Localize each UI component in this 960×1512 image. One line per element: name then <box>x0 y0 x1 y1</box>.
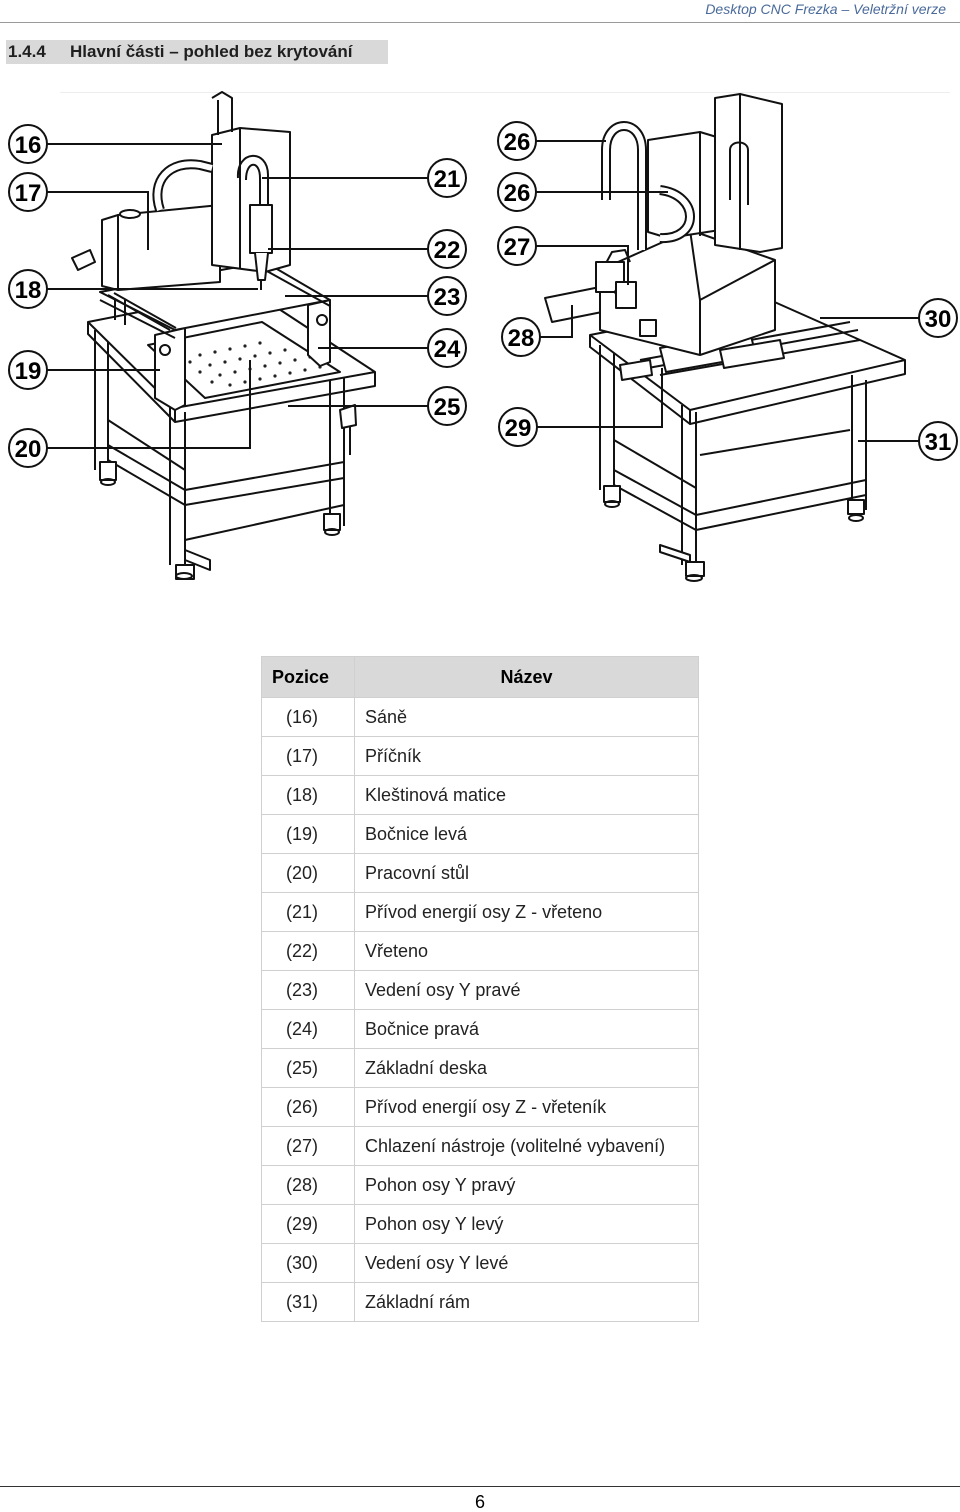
section-number: 1.4.4 <box>8 42 46 61</box>
table-row: (22)Vřeteno <box>261 931 699 971</box>
name-cell: Kleštinová matice <box>354 775 699 815</box>
svg-text:19: 19 <box>15 358 42 385</box>
svg-text:22: 22 <box>434 237 461 264</box>
position-cell: (30) <box>261 1243 355 1283</box>
parts-table: Pozice Název (16)Sáně (17)Příčník (18)Kl… <box>261 656 699 1322</box>
svg-text:24: 24 <box>434 336 461 363</box>
callout-20: 20 <box>8 360 251 468</box>
name-cell: Přívod energií osy Z - vřeteník <box>354 1087 699 1127</box>
name-cell: Pracovní stůl <box>354 853 699 893</box>
position-cell: (27) <box>261 1126 355 1166</box>
table-row: (25)Základní deska <box>261 1048 699 1088</box>
name-cell: Vedení osy Y levé <box>354 1243 699 1283</box>
callout-30: 30 <box>820 298 958 338</box>
callout-17: 17 <box>8 172 149 250</box>
section-heading: 1.4.4 Hlavní části – pohled bez krytování <box>6 40 388 64</box>
table-row: (28)Pohon osy Y pravý <box>261 1165 699 1205</box>
table-header-row: Pozice Název <box>261 656 699 698</box>
svg-text:21: 21 <box>434 166 461 193</box>
svg-text:28: 28 <box>508 325 535 352</box>
callout-22: 22 <box>268 229 467 269</box>
table-row: (29)Pohon osy Y levý <box>261 1204 699 1244</box>
callout-21: 21 <box>262 158 467 198</box>
svg-text:20: 20 <box>15 436 42 463</box>
position-cell: (20) <box>261 853 355 893</box>
section-title: Hlavní části – pohled bez krytování <box>70 42 353 61</box>
position-cell: (28) <box>261 1165 355 1205</box>
callout-23: 23 <box>285 276 467 316</box>
svg-text:27: 27 <box>504 234 531 261</box>
table-row: (21)Přívod energií osy Z - vřeteno <box>261 892 699 932</box>
svg-text:17: 17 <box>15 180 42 207</box>
table-row: (24)Bočnice pravá <box>261 1009 699 1049</box>
position-cell: (22) <box>261 931 355 971</box>
callout-16: 16 <box>8 124 222 164</box>
page-number: 6 <box>474 1492 485 1512</box>
position-cell: (18) <box>261 775 355 815</box>
table-row: (16)Sáně <box>261 697 699 737</box>
position-cell: (24) <box>261 1009 355 1049</box>
callout-26a: 26 <box>497 121 606 161</box>
callout-24: 24 <box>318 328 467 368</box>
svg-text:30: 30 <box>925 306 952 333</box>
position-cell: (31) <box>261 1282 355 1322</box>
svg-text:26: 26 <box>504 129 531 156</box>
name-cell: Sáně <box>354 697 699 737</box>
callout-28: 28 <box>501 305 573 357</box>
name-cell: Vedení osy Y pravé <box>354 970 699 1010</box>
callout-29: 29 <box>498 368 663 447</box>
table-row: (18)Kleštinová matice <box>261 775 699 815</box>
svg-text:29: 29 <box>505 415 532 442</box>
column-header-name: Název <box>354 656 699 698</box>
svg-text:18: 18 <box>15 277 42 304</box>
callout-27: 27 <box>497 226 629 285</box>
table-row: (23)Vedení osy Y pravé <box>261 970 699 1010</box>
position-cell: (23) <box>261 970 355 1010</box>
column-header-position: Pozice <box>261 656 355 698</box>
position-cell: (17) <box>261 736 355 776</box>
position-cell: (21) <box>261 892 355 932</box>
name-cell: Základní rám <box>354 1282 699 1322</box>
position-cell: (25) <box>261 1048 355 1088</box>
name-cell: Pohon osy Y levý <box>354 1204 699 1244</box>
svg-text:16: 16 <box>15 132 42 159</box>
svg-text:23: 23 <box>434 284 461 311</box>
callout-19: 19 <box>8 350 160 390</box>
position-cell: (16) <box>261 697 355 737</box>
svg-text:25: 25 <box>434 394 461 421</box>
name-cell: Vřeteno <box>354 931 699 971</box>
callout-31: 31 <box>858 421 958 461</box>
right-machine-drawing <box>544 93 906 582</box>
position-cell: (29) <box>261 1204 355 1244</box>
footer-divider <box>0 1486 960 1487</box>
position-cell: (19) <box>261 814 355 854</box>
figure-divider <box>60 92 950 93</box>
table-row: (30)Vedení osy Y levé <box>261 1243 699 1283</box>
svg-text:31: 31 <box>925 429 952 456</box>
table-row: (27)Chlazení nástroje (volitelné vybaven… <box>261 1126 699 1166</box>
header-divider <box>0 22 960 23</box>
table-row: (26)Přívod energií osy Z - vřeteník <box>261 1087 699 1127</box>
table-row: (20)Pracovní stůl <box>261 853 699 893</box>
name-cell: Bočnice pravá <box>354 1009 699 1049</box>
svg-text:26: 26 <box>504 180 531 207</box>
name-cell: Chlazení nástroje (volitelné vybavení) <box>354 1126 699 1166</box>
table-row: (19)Bočnice levá <box>261 814 699 854</box>
callout-25: 25 <box>288 386 467 426</box>
name-cell: Příčník <box>354 736 699 776</box>
table-row: (17)Příčník <box>261 736 699 776</box>
left-machine-drawing <box>71 91 376 580</box>
table-row: (31)Základní rám <box>261 1282 699 1322</box>
name-cell: Přívod energií osy Z - vřeteno <box>354 892 699 932</box>
callout-18: 18 <box>8 269 258 309</box>
name-cell: Pohon osy Y pravý <box>354 1165 699 1205</box>
position-cell: (26) <box>261 1087 355 1127</box>
running-header: Desktop CNC Frezka – Veletržní verze <box>705 1 946 17</box>
callout-labels: 16 17 18 19 20 21 22 <box>8 121 958 468</box>
machine-illustration: 16 17 18 19 20 21 22 <box>8 91 958 582</box>
callout-26b: 26 <box>497 172 668 212</box>
name-cell: Základní deska <box>354 1048 699 1088</box>
name-cell: Bočnice levá <box>354 814 699 854</box>
